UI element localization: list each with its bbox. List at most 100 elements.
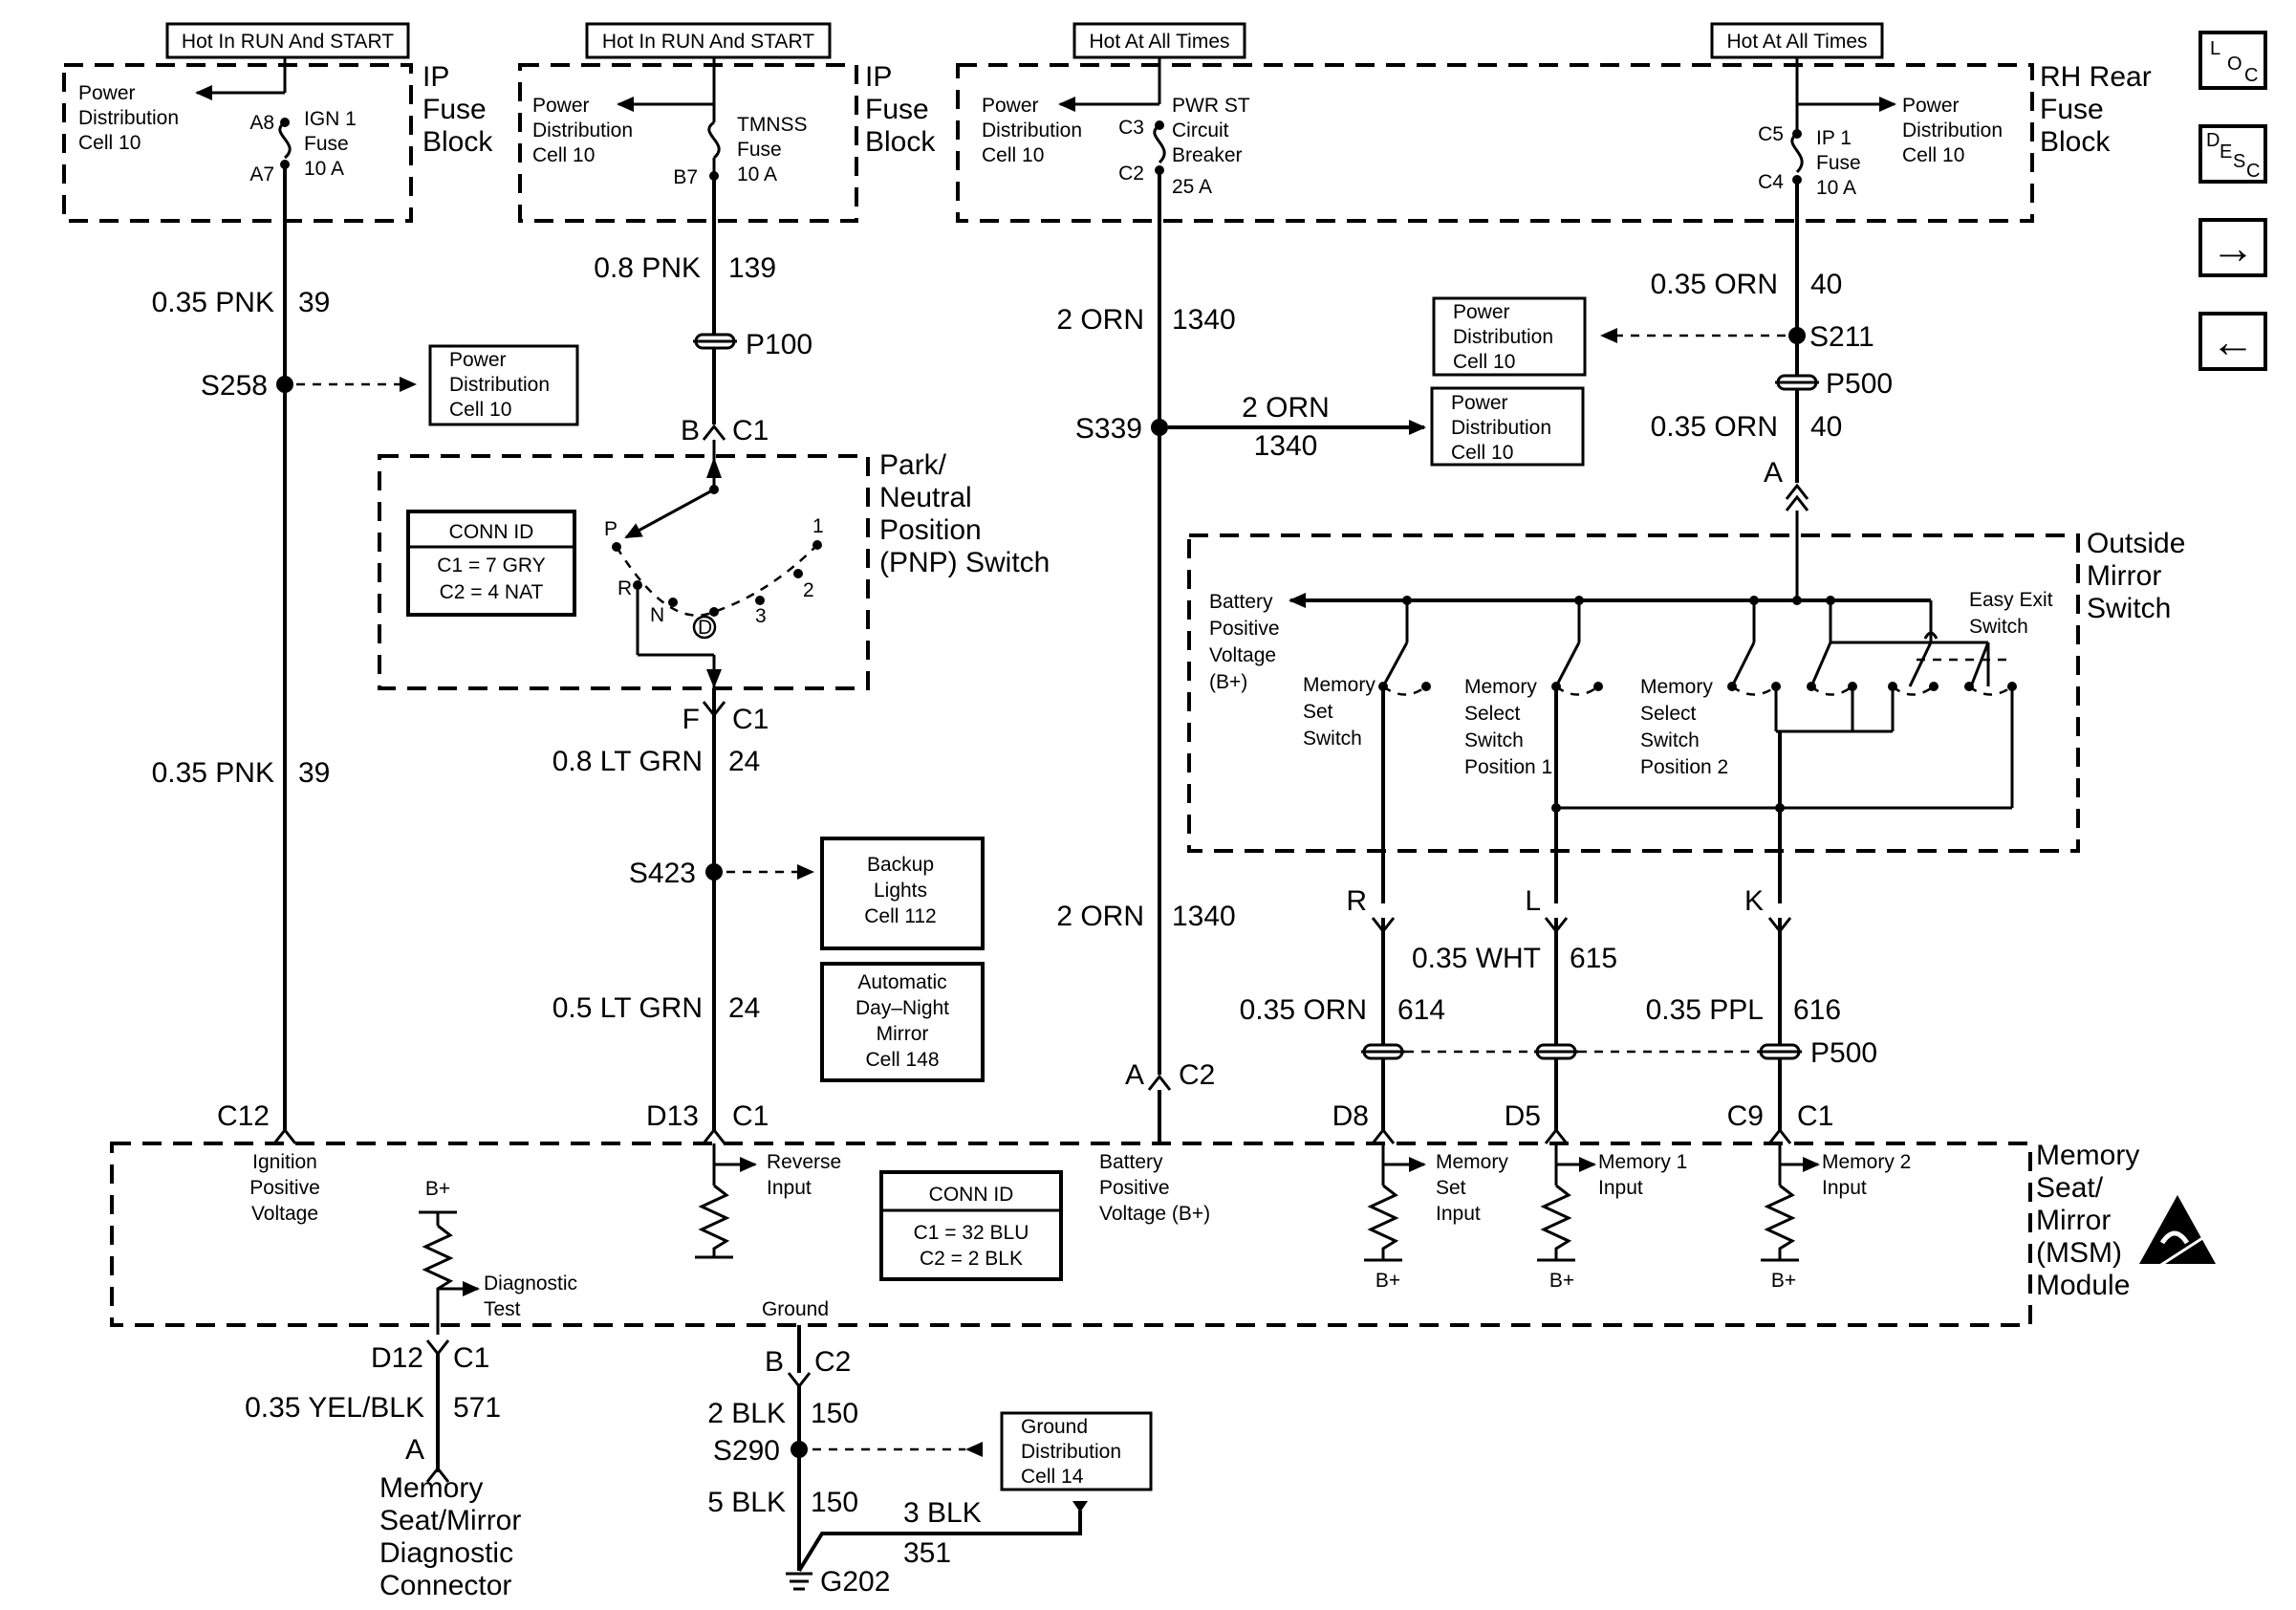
svg-text:Battery: Battery xyxy=(1099,1151,1163,1173)
svg-text:Mirror: Mirror xyxy=(2087,560,2161,592)
svg-text:1340: 1340 xyxy=(1172,901,1236,932)
svg-text:Memory: Memory xyxy=(1303,674,1375,696)
svg-text:Positive: Positive xyxy=(1099,1177,1170,1199)
svg-text:Select: Select xyxy=(1640,703,1697,725)
svg-text:A: A xyxy=(1764,457,1783,489)
svg-text:(B+): (B+) xyxy=(1209,671,1247,693)
svg-text:Voltage (B+): Voltage (B+) xyxy=(1099,1203,1210,1225)
previous-page-button[interactable]: ← xyxy=(2199,312,2267,371)
svg-text:Position 2: Position 2 xyxy=(1640,756,1728,778)
svg-text:Power: Power xyxy=(449,349,507,371)
svg-text:0.35 PNK: 0.35 PNK xyxy=(152,757,274,789)
pwr-st-circuit-breaker: C3 C2 PWR ST Circuit Breaker 25 A xyxy=(1058,57,1250,198)
svg-text:A: A xyxy=(1125,1059,1144,1091)
svg-text:Distribution: Distribution xyxy=(1451,417,1551,439)
svg-text:1340: 1340 xyxy=(1254,430,1318,462)
svg-text:Power: Power xyxy=(982,95,1039,117)
svg-text:S211: S211 xyxy=(1809,321,1874,353)
svg-text:Switch: Switch xyxy=(1969,616,2028,638)
svg-text:Block: Block xyxy=(865,126,936,158)
ip1-fuse: C5 C4 IP 1 Fuse 10 A xyxy=(1758,57,1896,199)
svg-text:Memory 2: Memory 2 xyxy=(1822,1151,1911,1173)
svg-text:Circuit: Circuit xyxy=(1172,120,1229,141)
svg-text:Lights: Lights xyxy=(874,880,927,902)
svg-text:R: R xyxy=(1346,885,1367,917)
svg-text:D: D xyxy=(698,617,712,639)
svg-text:Distribution: Distribution xyxy=(1453,326,1553,348)
desc-letter-s: S xyxy=(2233,151,2246,172)
svg-text:B+: B+ xyxy=(425,1178,450,1200)
svg-text:C12: C12 xyxy=(217,1100,270,1132)
header-text: Hot In RUN And START xyxy=(182,31,394,53)
svg-text:0.5 LT GRN: 0.5 LT GRN xyxy=(552,992,703,1024)
svg-text:139: 139 xyxy=(728,252,776,284)
svg-text:S290: S290 xyxy=(713,1435,780,1467)
desc-letter-d: D xyxy=(2206,130,2220,151)
svg-text:0.35 ORN: 0.35 ORN xyxy=(1651,411,1778,443)
diagnostic-connector-label: Memory Seat/Mirror Diagnostic Connector xyxy=(379,1472,521,1601)
header-tag-ign: Hot In RUN And START xyxy=(165,22,410,59)
backup-lights-ref: Backup Lights Cell 112 xyxy=(820,837,985,950)
svg-text:571: 571 xyxy=(453,1392,501,1424)
svg-text:D5: D5 xyxy=(1505,1100,1541,1132)
next-page-button[interactable]: → xyxy=(2199,218,2267,277)
svg-text:B: B xyxy=(765,1346,784,1378)
svg-text:40: 40 xyxy=(1810,411,1842,443)
svg-text:A: A xyxy=(405,1434,424,1466)
svg-text:Memory: Memory xyxy=(1436,1151,1508,1173)
desc-letter-e: E xyxy=(2220,141,2233,163)
svg-text:Power: Power xyxy=(78,82,136,104)
connector-p500-inline: P500 xyxy=(1361,1037,1877,1069)
svg-text:C5: C5 xyxy=(1758,123,1784,145)
svg-text:Cell 10: Cell 10 xyxy=(1902,144,1964,166)
svg-text:P: P xyxy=(604,518,617,540)
header-tag-ip1: Hot At All Times xyxy=(1710,22,1884,59)
svg-text:0.35 YEL/BLK: 0.35 YEL/BLK xyxy=(245,1392,424,1424)
svg-text:Fuse: Fuse xyxy=(865,94,929,125)
svg-text:Fuse: Fuse xyxy=(737,139,782,161)
svg-text:150: 150 xyxy=(811,1398,858,1429)
svg-text:C1: C1 xyxy=(453,1342,489,1374)
svg-text:0.8 PNK: 0.8 PNK xyxy=(594,252,701,284)
svg-text:C3: C3 xyxy=(1118,117,1144,139)
svg-text:D12: D12 xyxy=(371,1342,423,1374)
svg-text:F: F xyxy=(682,704,700,735)
svg-text:2 ORN: 2 ORN xyxy=(1056,901,1144,932)
wire-614: R 0.35 ORN 614 xyxy=(1240,885,1445,1144)
ip-fuse-block-2-label: IP Fuse Block xyxy=(865,61,936,158)
location-button[interactable]: L O C xyxy=(2199,31,2267,90)
pnp-switch-box xyxy=(378,454,870,690)
svg-text:Reverse: Reverse xyxy=(767,1151,841,1173)
svg-text:Set: Set xyxy=(1303,701,1333,723)
header-text: Hot At All Times xyxy=(1089,31,1229,53)
svg-text:1340: 1340 xyxy=(1172,304,1236,336)
svg-text:Test: Test xyxy=(484,1298,521,1320)
svg-text:Distribution: Distribution xyxy=(532,120,633,141)
svg-text:615: 615 xyxy=(1570,943,1617,974)
svg-text:Mirror: Mirror xyxy=(2036,1205,2111,1236)
svg-text:C2: C2 xyxy=(814,1346,851,1378)
svg-text:C1 = 7 GRY: C1 = 7 GRY xyxy=(437,555,545,577)
msm-input-resistors xyxy=(419,1143,1820,1335)
svg-text:Input: Input xyxy=(1822,1177,1867,1199)
svg-text:Day–Night: Day–Night xyxy=(856,997,949,1019)
svg-text:D8: D8 xyxy=(1332,1100,1369,1132)
svg-text:IGN 1: IGN 1 xyxy=(304,108,357,130)
svg-text:R: R xyxy=(617,577,632,599)
svg-text:Memory: Memory xyxy=(1464,676,1537,698)
svg-text:Positive: Positive xyxy=(1209,618,1280,640)
wire-150: B C2 2 BLK 150 5 BLK 150 xyxy=(707,1325,858,1571)
svg-text:2 ORN: 2 ORN xyxy=(1242,392,1330,424)
svg-text:39: 39 xyxy=(298,757,330,789)
svg-text:C9: C9 xyxy=(1727,1100,1764,1132)
svg-text:B+: B+ xyxy=(1375,1270,1400,1292)
svg-text:Breaker: Breaker xyxy=(1172,144,1243,166)
description-button[interactable]: D E S C xyxy=(2199,124,2267,184)
svg-text:24: 24 xyxy=(728,992,760,1024)
svg-text:2 ORN: 2 ORN xyxy=(1056,304,1144,336)
svg-text:C2 = 2 BLK: C2 = 2 BLK xyxy=(920,1248,1023,1270)
svg-text:IP: IP xyxy=(865,61,892,93)
msm-module-label: Memory Seat/ Mirror (MSM) Module xyxy=(2036,1140,2139,1301)
